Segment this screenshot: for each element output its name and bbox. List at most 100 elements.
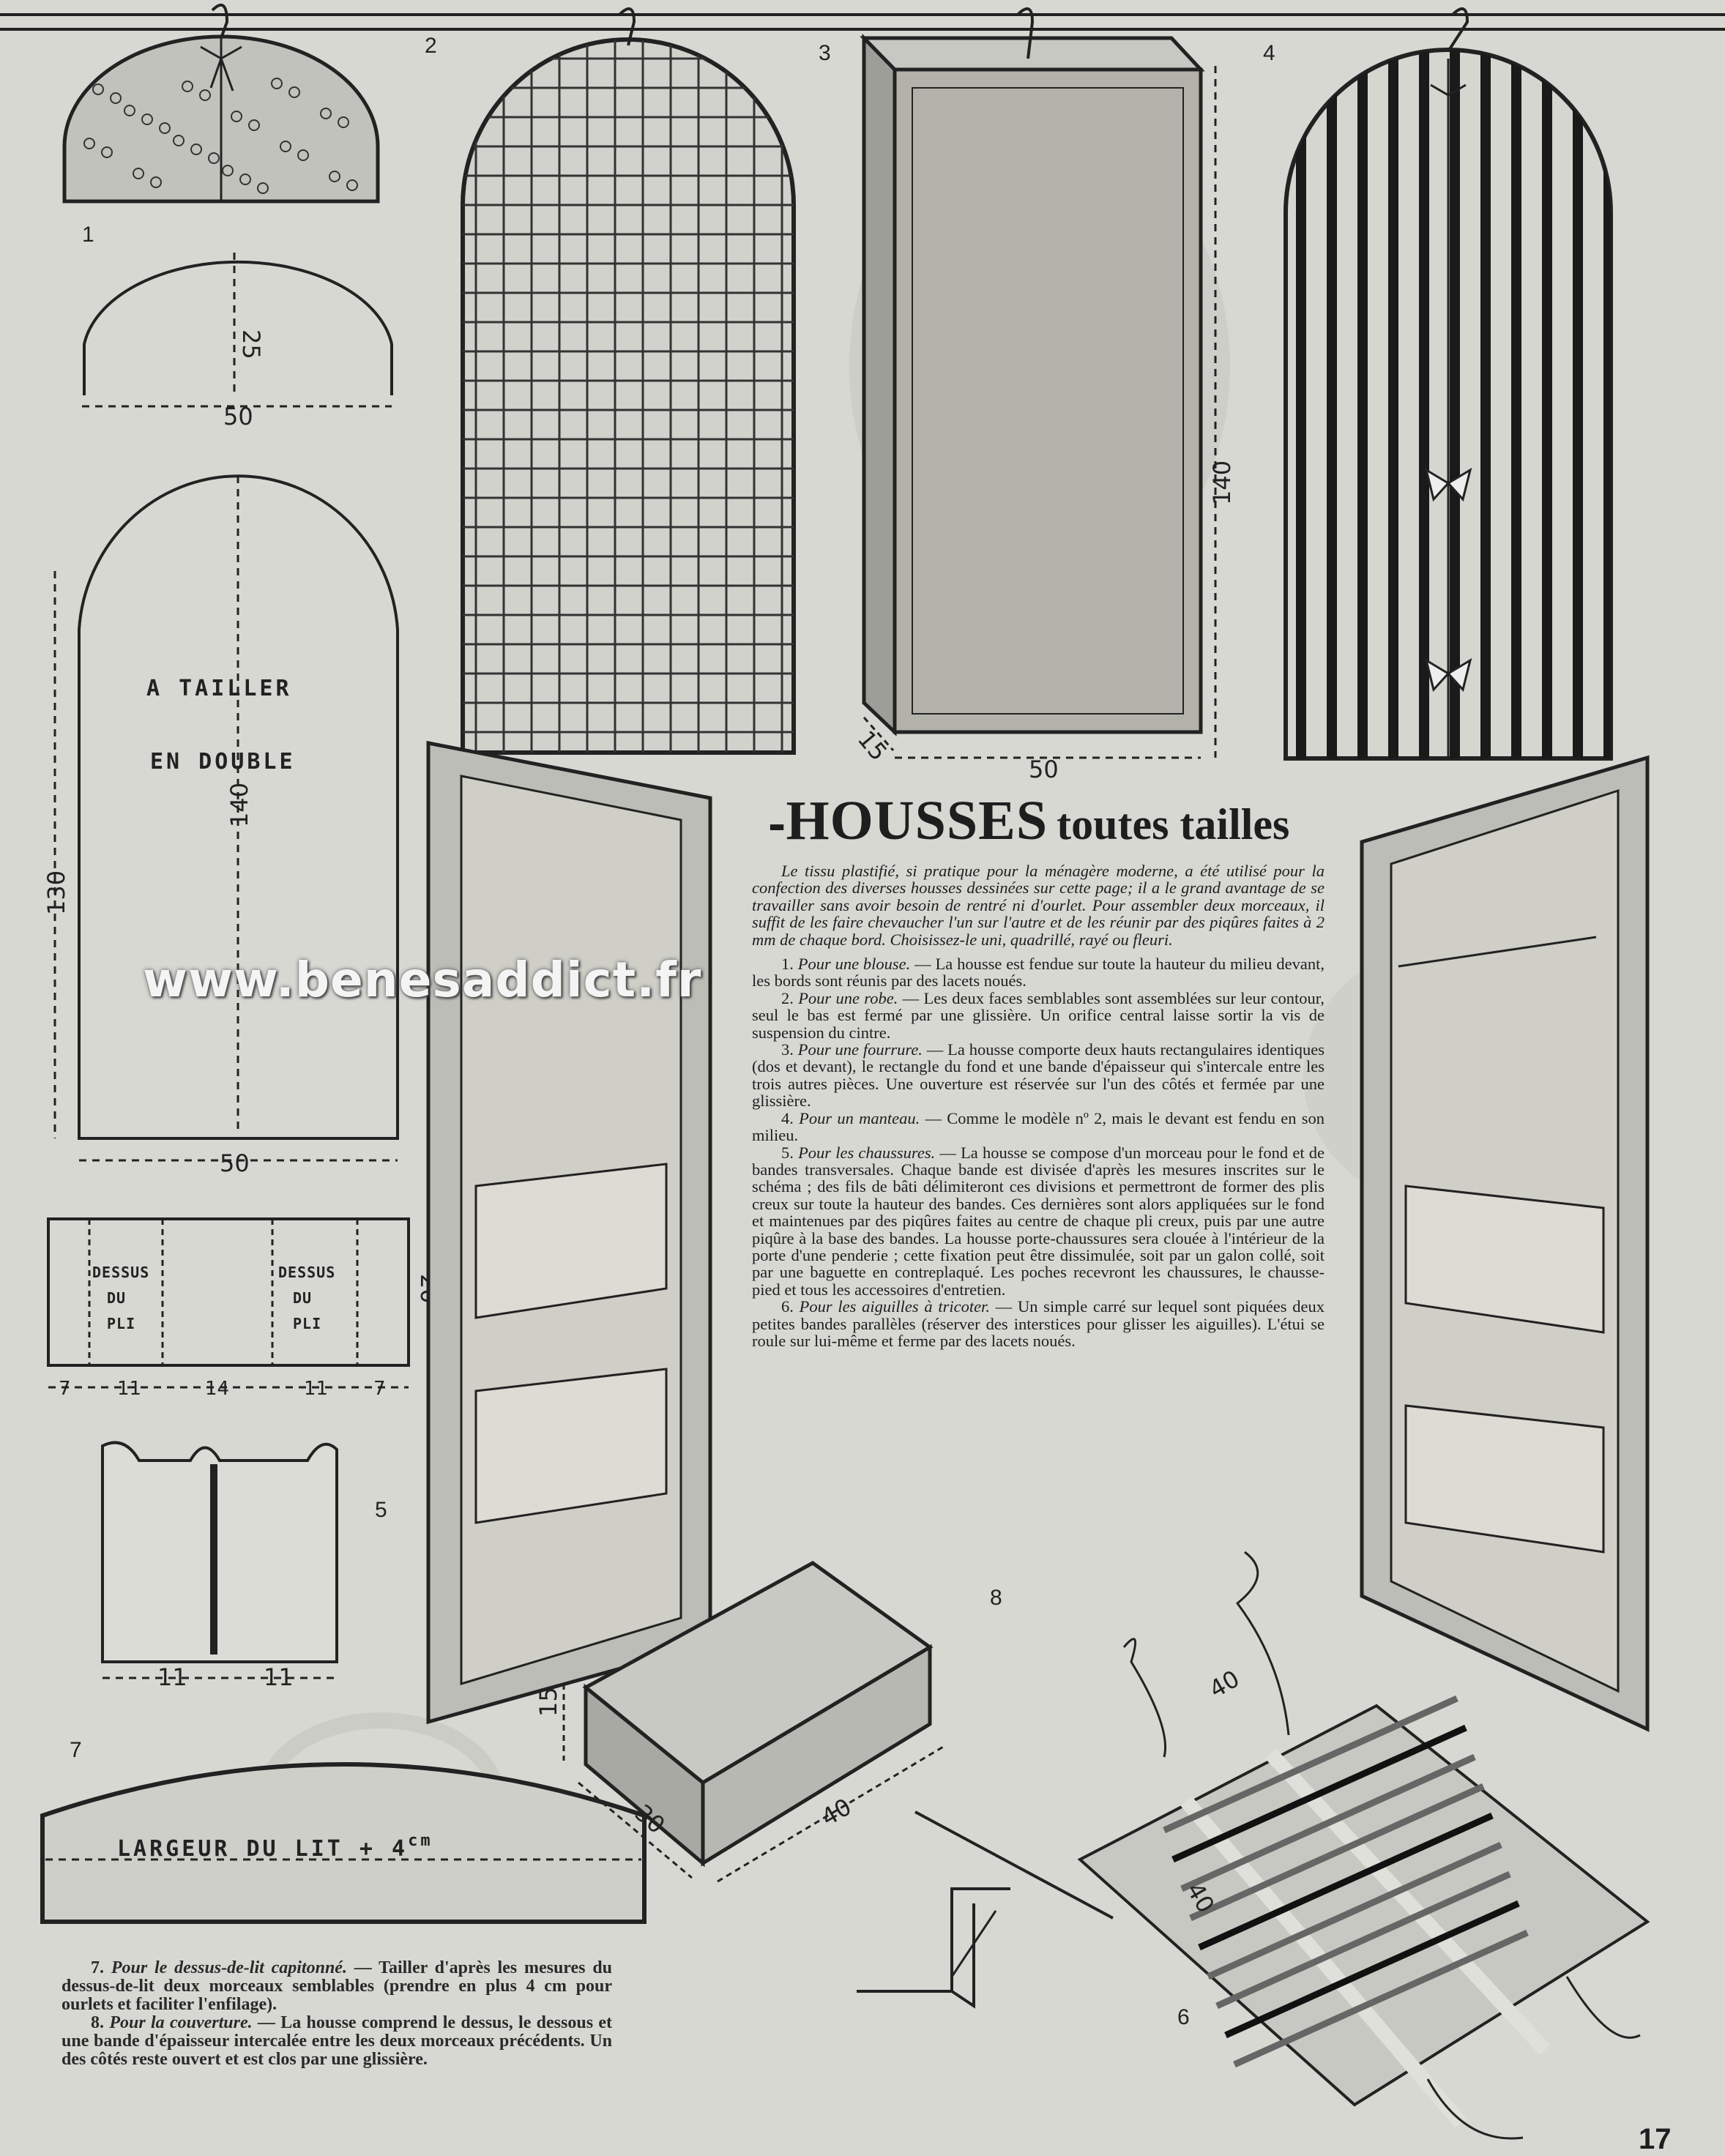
flower-motif [173, 135, 185, 146]
item-paragraph: 3. Pour une fourrure. — La housse compor… [752, 1041, 1325, 1110]
fold-detail-drawing [857, 1810, 1114, 2009]
item-title: Pour une robe. [798, 988, 898, 1007]
pocket-drawing [101, 1441, 338, 1679]
fourrure-width-dim: 50 [1029, 756, 1059, 783]
item-number: 7. [91, 1958, 104, 1977]
stripe [1511, 50, 1521, 758]
bedspread-pattern [40, 1762, 647, 1924]
knitting-needle [1207, 1841, 1502, 1980]
item-text: — La housse est fendue sur toute la haut… [752, 955, 1325, 991]
robe-width-dim: 50 [220, 1149, 250, 1177]
flower-motif [346, 179, 358, 191]
stripe [1480, 50, 1491, 758]
shoe-pocket-row [1404, 1404, 1605, 1553]
item-number: 6. [781, 1297, 794, 1316]
flower-motif [92, 83, 104, 95]
couverture-box-drawing [562, 1561, 945, 1883]
blouse-height-dim: 25 [237, 329, 265, 359]
segment-dim: 7 [59, 1378, 71, 1400]
shoe-pocket-row [1404, 1185, 1605, 1334]
robe-outer-height-dim: 130 [42, 870, 70, 915]
knitting-needle [1224, 1900, 1520, 2039]
item-number: 3. [781, 1040, 794, 1059]
item-number: 8. [91, 2013, 104, 2032]
figure-number-6: 6 [1177, 2005, 1190, 2029]
needle-case-drawing [1077, 1551, 1650, 2140]
knitting-needle [1233, 1929, 1529, 2068]
flower-motif [124, 105, 135, 116]
item-text: — Tailler d'après les mesures du dessus-… [62, 1958, 613, 2014]
stripe [1573, 50, 1583, 758]
box-height-dim: 15 [534, 1687, 562, 1717]
segment-dim: 7 [373, 1378, 386, 1400]
robe-cover-drawing [461, 7, 796, 755]
fourrure-cover-drawing [860, 7, 1217, 759]
left-door-drawing [426, 740, 712, 1725]
stripe [1603, 50, 1611, 758]
figure-number-4: 4 [1263, 41, 1275, 65]
title-main: HOUSSES [786, 790, 1048, 851]
knitting-needle [1171, 1724, 1467, 1863]
flower-motif [329, 171, 340, 182]
item-number: 5. [781, 1143, 794, 1162]
figure-number-7: 7 [70, 1738, 82, 1762]
label-word: PLI [107, 1315, 135, 1332]
title-dash: - [767, 799, 786, 850]
needle-case-width-dim: 40 [1204, 1665, 1244, 1704]
flower-motif [101, 146, 113, 158]
blouse-width-dim: 50 [223, 403, 253, 430]
item-title: Pour les aiguilles à tricoter. [799, 1297, 990, 1316]
flower-motif [257, 182, 269, 194]
flower-motif [141, 113, 153, 125]
item-text: — Les deux faces semblables sont assembl… [752, 988, 1325, 1042]
flower-motif [159, 122, 171, 134]
robe-label-line1: A TAILLER [146, 676, 292, 701]
stripe [1327, 50, 1337, 758]
item-paragraph: 5. Pour les chaussures. — La housse se c… [752, 1144, 1325, 1299]
item-number: 1. [781, 955, 794, 974]
intro-paragraph: Le tissu plastifié, si pratique pour la … [752, 862, 1325, 949]
label-word: DESSUS [278, 1264, 335, 1281]
item-paragraph: 1. Pour une blouse. — La housse est fend… [752, 955, 1325, 990]
item-paragraph: 7. Pour le dessus-de-lit capitonné. — Ta… [62, 1959, 612, 2014]
robe-inner-height-dim: 140 [226, 783, 253, 827]
blouse-pattern [82, 253, 393, 408]
flower-motif [338, 116, 349, 128]
flower-motif [271, 78, 283, 89]
dessus-du-pli-left: DESSUS DU PLI [92, 1264, 149, 1332]
flower-motif [231, 111, 242, 122]
stripe [1419, 50, 1429, 758]
flower-motif [288, 86, 300, 98]
flower-motif [110, 92, 122, 104]
article-text: Le tissu plastifié, si pratique pour la … [752, 862, 1325, 1349]
item-paragraph: 8. Pour la couverture. — La housse compr… [62, 2014, 612, 2069]
item-text: — Comme le modèle nº 2, mais le devant e… [752, 1108, 1325, 1145]
flower-motif [182, 81, 193, 92]
flower-motif [83, 138, 95, 149]
figure-number-1: 1 [82, 223, 94, 247]
flower-motif [297, 149, 309, 161]
flower-motif [280, 141, 291, 152]
manteau-cover-drawing [1283, 7, 1613, 761]
robe-label-line2: EN DOUBLE [150, 749, 296, 775]
fourrure-depth-dim: 15 [852, 725, 893, 766]
shoe-pocket-row [474, 1368, 668, 1524]
item-title: Pour la couverture. [109, 2013, 253, 2032]
flower-motif [190, 143, 202, 155]
knitting-needle [1189, 1783, 1485, 1922]
flower-motif [133, 168, 144, 179]
box-width-dim: 40 [816, 1793, 856, 1832]
item-paragraph: 6. Pour les aiguilles à tricoter. — Un s… [752, 1298, 1325, 1349]
item-number: 2. [781, 988, 794, 1007]
figure-number-2: 2 [425, 34, 437, 58]
robe-pattern [53, 474, 399, 1162]
item-title: Pour le dessus-de-lit capitonné. [111, 1958, 347, 1977]
blouse-cover-drawing [62, 3, 380, 204]
knitting-needle [1215, 1870, 1511, 2010]
figure-number-5: 5 [375, 1498, 387, 1522]
knitting-needle [1180, 1753, 1476, 1892]
figure-number-3: 3 [819, 41, 831, 65]
title-sub: toutes tailles [1057, 800, 1290, 848]
stripe [1542, 50, 1552, 758]
